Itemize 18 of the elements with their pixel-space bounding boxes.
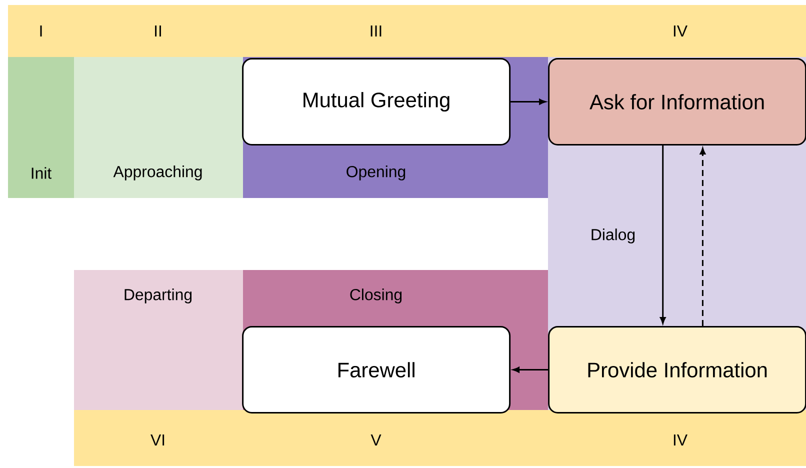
stage-number: IV bbox=[674, 434, 688, 446]
stage-number: I bbox=[40, 26, 42, 36]
process-box: Ask for Information bbox=[548, 58, 806, 146]
process-box: Farewell bbox=[242, 326, 511, 414]
arrow bbox=[700, 148, 706, 326]
process-box: Mutual Greeting bbox=[242, 58, 511, 146]
region-band: Init bbox=[8, 57, 74, 198]
region-band: Departing bbox=[74, 270, 243, 410]
arrow bbox=[512, 366, 548, 373]
stage-number: II bbox=[155, 26, 161, 36]
stage-number: IV bbox=[674, 26, 688, 36]
process-box: Provide Information bbox=[548, 326, 806, 414]
stage-number: VI bbox=[150, 434, 164, 446]
arrow bbox=[510, 98, 546, 105]
stage-number: III bbox=[370, 26, 382, 36]
stage-number: V bbox=[370, 434, 382, 446]
arrow bbox=[660, 146, 666, 324]
region-band: Approaching bbox=[74, 57, 243, 198]
